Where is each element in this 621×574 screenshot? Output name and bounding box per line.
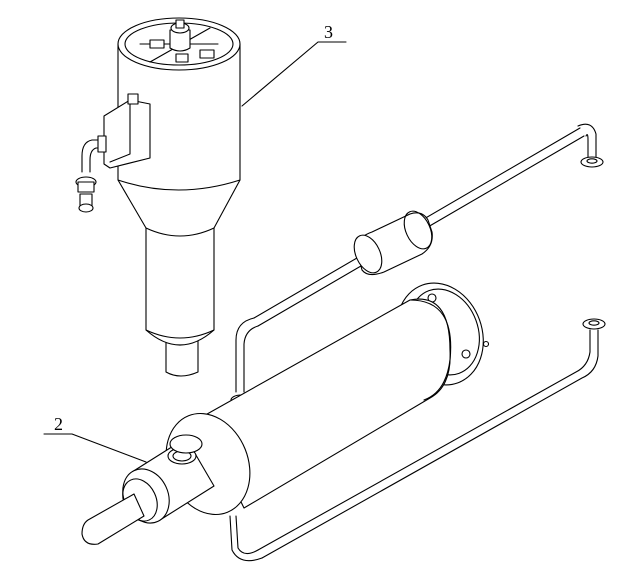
lower-pipe xyxy=(229,318,606,562)
label-2: 2 xyxy=(54,414,63,434)
main-cylinder xyxy=(81,282,490,545)
label-3-group: 3 xyxy=(241,22,347,107)
label-3: 3 xyxy=(324,22,333,42)
label-2-group: 2 xyxy=(43,414,147,463)
separator-unit xyxy=(75,17,241,377)
